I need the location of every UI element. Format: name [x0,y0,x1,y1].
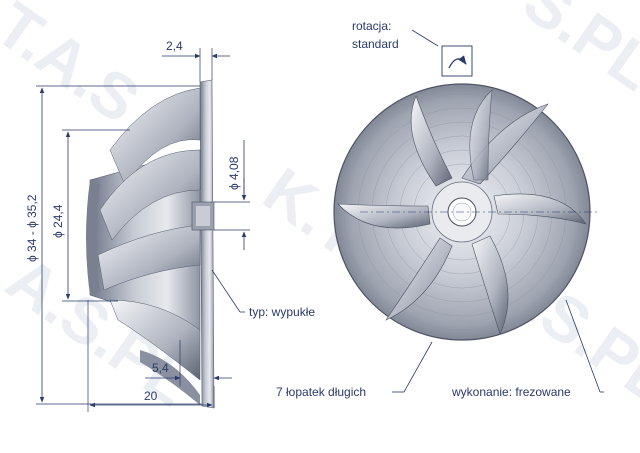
impeller-side-view [86,79,215,409]
blades [337,89,587,335]
label-manufacture: wykonanie: frezowane [451,385,571,399]
side-dimensions: 2,4 ϕ 34 - ϕ 35,2 ϕ 24,4 ϕ 4,08 5,4 20 [25,39,315,412]
dim-total-length: 20 [144,389,158,403]
rotation-arrow-icon [448,55,467,69]
impeller-front-view [333,83,600,341]
dim-hub-height: 2,4 [166,39,183,53]
watermark-text: T.A.S [0,0,152,137]
blades-annotation: 7 łopatek długich [276,341,433,399]
dim-bore-diameter: ϕ 4,08 [227,156,241,190]
rotation-value: standard [352,37,399,51]
label-blades: 7 łopatek długich [276,385,366,399]
rotation-box [441,45,473,77]
dim-blade-offset: 5,4 [152,361,169,375]
watermark-text: S.PL [511,0,640,104]
rotation-title: rotacja: [352,19,391,33]
rotation-annotation: rotacja: standard [352,19,473,77]
dim-outer-diameter: ϕ 34 - ϕ 35,2 [25,194,39,262]
label-type: typ: wypukłe [249,305,315,319]
dim-inducer-diameter: ϕ 24,4 [51,204,65,238]
manufacture-annotation: wykonanie: frezowane [451,299,604,399]
